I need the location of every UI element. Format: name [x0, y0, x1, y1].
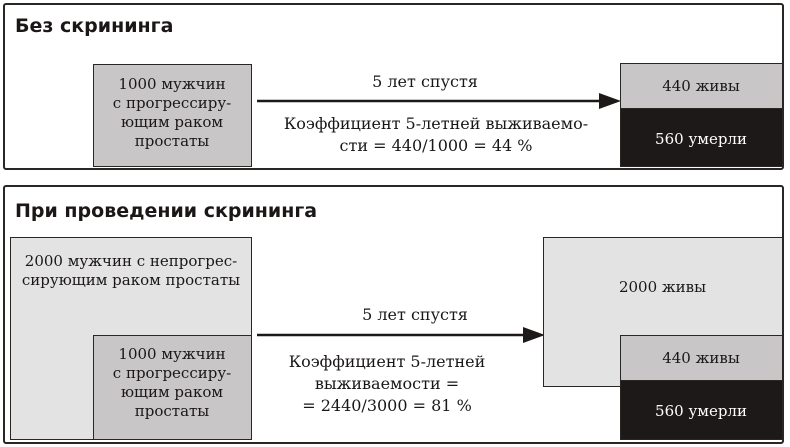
section-title: Без скрининга [15, 15, 174, 37]
nonprogressive-cancer-text: 2000 мужчин с непрогрес- сирующим раком … [21, 252, 241, 289]
arrow-label: 5 лет спустя [362, 305, 468, 324]
alive-label: 440 живы [662, 349, 740, 367]
alive-total-label: 2000 живы [618, 278, 707, 296]
progressive-cancer-text: 1000 мужчин с прогрессиру- ющим раком пр… [112, 345, 232, 420]
survival-formula: Коэффициент 5-летней выживаемости = = 24… [288, 352, 486, 415]
arrow-right-icon [257, 327, 545, 343]
dead-box: 560 умерли [620, 380, 783, 440]
alive-box: 440 живы [620, 335, 783, 381]
panel-without-screening: Без скрининга 1000 мужчин с прогрессиру-… [3, 3, 784, 170]
arrow-label: 5 лет спустя [372, 72, 478, 91]
section-title: При проведении скрининга [15, 200, 318, 222]
dead-box: 560 умерли [620, 108, 783, 167]
dead-label: 560 умерли [655, 402, 747, 420]
survival-formula: Коэффициент 5-летней выживаемо- сти = 44… [283, 114, 589, 155]
panel-with-screening: При проведении скрининга 2000 мужчин с н… [3, 185, 784, 444]
progressive-cancer-box: 1000 мужчин с прогрессиру- ющим раком пр… [93, 64, 252, 167]
progressive-cancer-text: 1000 мужчин с прогрессиру- ющим раком пр… [112, 75, 232, 150]
arrow-right-icon [257, 93, 621, 109]
alive-label: 440 живы [662, 77, 740, 95]
dead-label: 560 умерли [655, 130, 747, 148]
progressive-cancer-box: 1000 мужчин с прогрессиру- ющим раком пр… [93, 335, 252, 440]
alive-box: 440 живы [620, 63, 783, 109]
